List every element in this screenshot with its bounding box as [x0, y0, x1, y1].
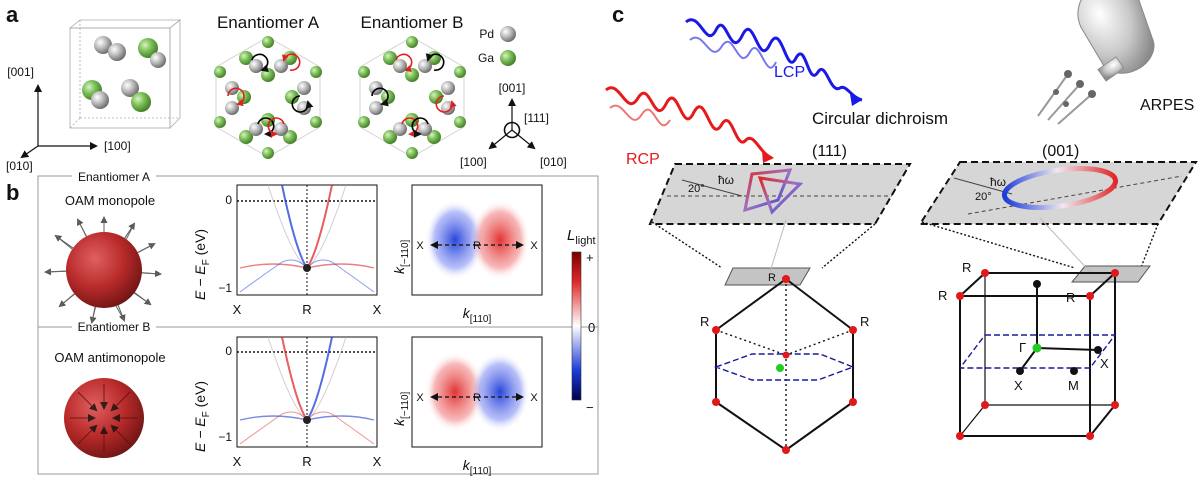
kmap-b-point-r: R — [473, 392, 481, 404]
enantiomer-a-structure — [214, 36, 322, 159]
kmap-a-xlabel: k[110] — [463, 305, 492, 325]
bz-left-r-right-label: R — [860, 314, 869, 329]
bz-left-r-top-label: R — [768, 272, 776, 284]
axis-100-right-label: [100] — [460, 155, 487, 169]
bz-m-label: M — [1068, 378, 1079, 393]
band-a-xtick-1: R — [302, 302, 311, 317]
bz-left-r-left-label: R — [700, 314, 709, 329]
panel-b-frame — [37, 175, 599, 475]
crystal-axes-left: [001] [010] [100] — [6, 65, 131, 173]
rcp-wave: RCP — [605, 86, 774, 168]
legend-pd-label: Pd — [479, 27, 494, 41]
axis-100-label: [100] — [104, 139, 131, 153]
colorbar-gradient — [571, 251, 582, 401]
panel-b-label: b — [6, 180, 19, 205]
panel-a: a [001] [010] [100] — [6, 2, 567, 173]
legend-pd-swatch — [500, 26, 516, 42]
crystal-axes-right: [001] [111] [100] [010] — [460, 81, 567, 169]
circular-dichroism-label: Circular dichroism — [812, 109, 948, 128]
band-b-xtick-0: X — [233, 454, 242, 469]
legend-ga-swatch — [500, 50, 516, 66]
band-a-xtick-0: X — [233, 302, 242, 317]
bz-111-diagram: R R — [700, 275, 869, 454]
kmap-a-point-r: R — [473, 240, 481, 252]
panel-c-label: c — [612, 2, 624, 27]
rcp-label: RCP — [626, 151, 660, 168]
panel-b: b Enantiomer A Enantiomer B OAM monopole — [6, 170, 599, 477]
kmap-b-point-x-left: X — [416, 392, 424, 404]
band-b-ytick-0: 0 — [225, 344, 232, 358]
unit-cell-box — [68, 19, 182, 129]
bz-right-r-mid-label: R — [1066, 290, 1075, 305]
kmap-a-point-x-right: X — [530, 240, 538, 252]
legend-ga-label: Ga — [478, 51, 494, 65]
arpes-label: ARPES — [1140, 97, 1194, 114]
axis-010-label: [010] — [6, 159, 33, 173]
atom-legend: Pd Ga — [478, 26, 516, 66]
hw-left-label: ħω — [718, 173, 734, 187]
kmap-b-point-x-right: X — [530, 392, 538, 404]
kmap-b-ylabel: k[−110] — [391, 391, 411, 426]
lcp-label: LCP — [774, 64, 805, 81]
axis-001-label: [001] — [7, 65, 34, 79]
bz-x1-label: X — [1014, 378, 1023, 393]
face-001-label: (001) — [1042, 143, 1079, 160]
band-a-ylabel: E − EF (eV) — [192, 229, 212, 300]
arpes-detector-icon: ARPES — [1037, 0, 1194, 125]
band-b-xtick-1: R — [302, 454, 311, 469]
lcp-wave: LCP — [685, 18, 863, 106]
kmap-a-point-x-left: X — [416, 240, 424, 252]
colorbar-minus: − — [586, 400, 594, 415]
axis-111-label: [111] — [524, 111, 549, 125]
axis-010-right-label: [010] — [540, 155, 567, 169]
bz-right-r-top-label: R — [962, 260, 971, 275]
kmap-a: X R X k[110] k[−110] — [391, 184, 543, 325]
bz-right-r-tl-label: R — [938, 288, 947, 303]
oam-antimonopole-label: OAM antimonopole — [54, 350, 165, 365]
oam-monopole-label: OAM monopole — [65, 193, 155, 208]
enantiomer-b-structure — [358, 36, 466, 159]
colorbar-title: Llight — [567, 227, 596, 247]
panel-c: c LCP RCP Circular dichroism (111) — [605, 0, 1198, 454]
bz-x2-label: X — [1100, 356, 1109, 371]
colorbar: Llight + 0 − — [567, 227, 596, 415]
bz-001-diagram: R R R Γ X M X — [938, 260, 1119, 440]
oam-antimonopole-sphere: OAM antimonopole — [54, 350, 166, 458]
band-b-xtick-2: X — [373, 454, 382, 469]
band-structure-a: 0 −1 X R X E − EF (eV) — [192, 184, 382, 317]
colorbar-zero: 0 — [588, 320, 595, 335]
panel-a-label: a — [6, 2, 19, 27]
kmap-b: X R X k[110] k[−110] — [391, 336, 543, 477]
sample-plane-111: ħω 20° R — [648, 163, 912, 286]
angle-left-label: 20° — [688, 183, 705, 195]
unit-cell-atoms — [82, 36, 166, 112]
band-b-ytick-1: −1 — [218, 430, 232, 444]
band-structure-b: 0 −1 X R X E − EF (eV) — [192, 336, 382, 469]
row-b-title: Enantiomer B — [78, 320, 151, 334]
kmap-b-xlabel: k[110] — [463, 457, 492, 477]
band-a-xtick-2: X — [373, 302, 382, 317]
enantiomer-a-title: Enantiomer A — [217, 13, 320, 32]
hw-right-label: ħω — [990, 175, 1006, 189]
band-b-ylabel: E − EF (eV) — [192, 381, 212, 452]
oam-monopole-sphere: OAM monopole — [44, 193, 162, 324]
bz-gamma-label: Γ — [1019, 340, 1026, 355]
axis-001-right-label: [001] — [499, 81, 526, 95]
enantiomer-b-title: Enantiomer B — [361, 13, 464, 32]
colorbar-plus: + — [586, 250, 594, 265]
kmap-a-ylabel: k[−110] — [391, 239, 411, 274]
row-a-title: Enantiomer A — [78, 170, 150, 184]
band-a-ytick-0: 0 — [225, 193, 232, 207]
angle-right-label: 20° — [975, 191, 992, 203]
face-111-label: (111) — [812, 143, 847, 160]
band-a-ytick-1: −1 — [218, 281, 232, 295]
